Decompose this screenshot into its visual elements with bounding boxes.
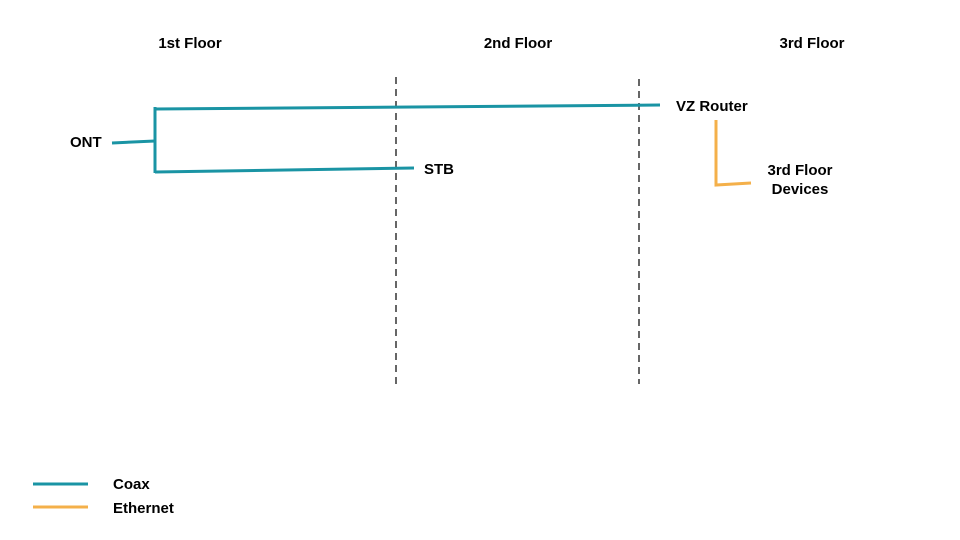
legend-coax-label: Coax	[113, 476, 150, 493]
floor-label-2nd: 2nd Floor	[484, 35, 552, 52]
coax-stb-run	[154, 166, 415, 174]
stb-label: STB	[424, 161, 454, 178]
router-label: VZ Router	[676, 98, 748, 115]
ont-label: ONT	[70, 134, 102, 151]
legend-ethernet-label: Ethernet	[113, 500, 174, 517]
coax-wiring	[111, 103, 661, 174]
coax-router-run	[154, 103, 661, 111]
devices-label-line1: 3rd Floor	[767, 162, 832, 179]
legend: Coax Ethernet	[33, 476, 174, 517]
ethernet-router-to-devices	[714, 120, 752, 187]
coax-ont-link	[111, 139, 156, 145]
floor-label-3rd: 3rd Floor	[779, 35, 844, 52]
ethernet-wiring	[714, 120, 752, 187]
floor-label-1st: 1st Floor	[158, 35, 222, 52]
devices-label-line2: Devices	[772, 181, 829, 198]
